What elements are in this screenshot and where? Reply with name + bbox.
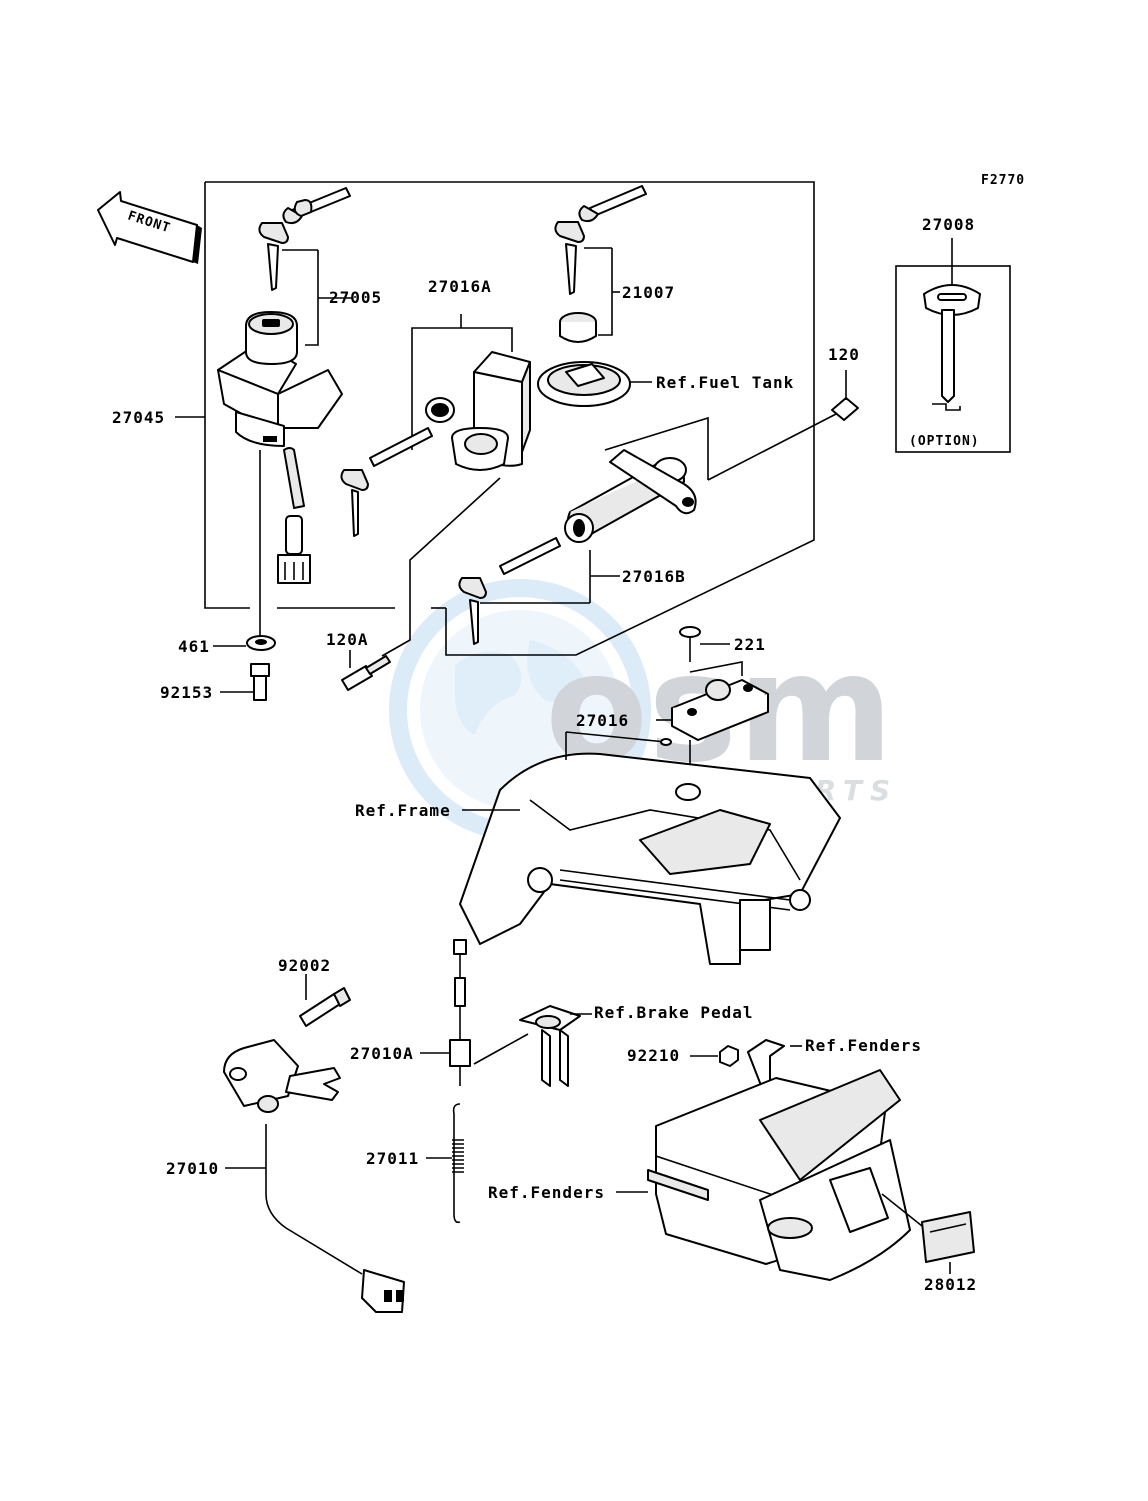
part-label-27016B: 27016B [622,567,686,586]
ref-label-frame: Ref.Frame [355,801,451,820]
part-label-92210: 92210 [627,1046,680,1065]
option-label: (OPTION) [909,434,980,449]
ref-label-fenders-upper: Ref.Fenders [805,1036,922,1055]
part-label-221: 221 [734,635,766,654]
bolt-92002 [299,974,351,1027]
lock-bracket-27016 [656,679,769,832]
ref-label-fenders-lower: Ref.Fenders [488,1183,605,1202]
part-label-120A: 120A [326,630,369,649]
option-key-27008 [895,238,1011,453]
front-arrow: FRONT [97,191,202,264]
ignition-keys-27005 [258,187,353,346]
fender-assembly [616,1069,933,1281]
part-label-21007: 21007 [622,283,675,302]
screw-221 [679,626,743,676]
ref-label-brake-pedal: Ref.Brake Pedal [594,1003,754,1022]
bolt-120A [341,650,391,691]
fuel-cap [537,361,652,407]
helmet-lock-27016B [458,412,839,645]
part-label-92153: 92153 [160,683,213,702]
seat-lock-27016A [340,314,531,657]
part-label-28012: 28012 [924,1275,977,1294]
part-label-27010: 27010 [166,1159,219,1178]
part-label-27010A: 27010A [350,1044,414,1063]
brake-switch-27010A [420,939,529,1086]
spring-27011 [426,1103,464,1224]
part-label-27016: 27016 [576,711,629,730]
side-stand-switch-27010 [223,1039,405,1313]
nut-92210 [690,1045,739,1067]
kit-outline [205,181,815,656]
bolt-120 [831,370,859,421]
part-label-27016A: 27016A [428,277,492,296]
brake-pedal-bracket [519,1005,592,1087]
figure-code: F2770 [981,173,1025,188]
part-label-461: 461 [178,637,210,656]
frame-assembly [459,731,841,965]
part-label-27008: 27008 [922,215,975,234]
label-plate-28012 [921,1211,975,1274]
part-label-120: 120 [828,345,860,364]
part-label-27005: 27005 [329,288,382,307]
part-label-92002: 92002 [278,956,331,975]
fuel-cap-keys-21007 [554,185,647,343]
part-label-27011: 27011 [366,1149,419,1168]
screw-92153 [220,663,270,701]
part-label-27045: 27045 [112,408,165,427]
ignition-switch-27045 [217,311,343,636]
washer-461 [213,635,276,651]
ref-label-fuel-tank: Ref.Fuel Tank [656,373,794,392]
